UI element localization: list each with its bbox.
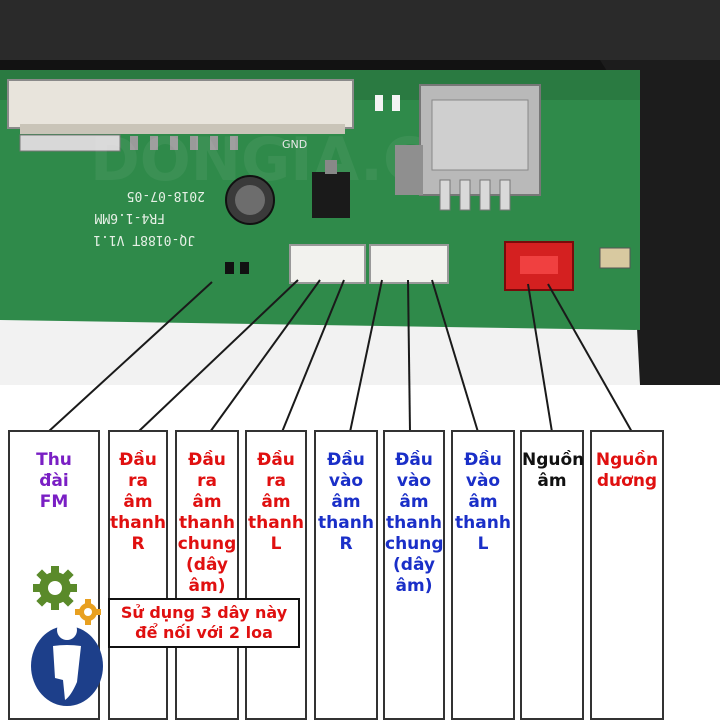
screw [599, 247, 631, 269]
front-panel-edge [0, 60, 720, 72]
small-gear-icon [75, 599, 101, 625]
label-audio-out-l: Đầu ra âm thanh L [248, 450, 304, 554]
label-fm-radio: Thu đài FM [36, 450, 72, 512]
label-box-positive: Nguồn dương [590, 430, 664, 720]
sd-card-slot [7, 79, 354, 129]
label-box-negative: Nguồn âm [520, 430, 584, 720]
gnd-silkscreen: GND [282, 138, 307, 151]
silkscreen-date: 2018-07-05 [127, 188, 205, 203]
usb-flange [395, 145, 423, 195]
label-box-in-common: Đầu vào âm thanh chung (dây âm) [383, 430, 445, 720]
label-audio-in-common: Đầu vào âm thanh chung (dây âm) [385, 450, 444, 596]
leader-lines [47, 279, 633, 433]
speaker-wiring-callout: Sử dụng 3 dây này để nối với 2 loa [108, 598, 300, 648]
regulator-tab [325, 160, 337, 174]
pin-header-strip [19, 134, 121, 152]
sd-slot-lip [20, 124, 345, 134]
label-audio-in-r: Đầu vào âm thanh R [318, 450, 374, 554]
label-box-in-l: Đầu vào âm thanh L [451, 430, 515, 720]
front-panel [0, 0, 720, 70]
label-power-positive: Nguồn dương [595, 450, 659, 491]
silkscreen-model: JQ-0188T V1.1 [93, 232, 195, 247]
label-audio-out-r: Đầu ra âm thanh R [110, 450, 166, 554]
label-box-out-l: Đầu ra âm thanh L [245, 430, 307, 720]
label-audio-out-common: Đầu ra âm thanh chung (dây âm) [177, 450, 237, 596]
capacitor-top [235, 185, 265, 215]
voltage-regulator [312, 172, 350, 218]
label-box-out-common: Đầu ra âm thanh chung (dây âm) [175, 430, 239, 720]
label-box-in-r: Đầu vào âm thanh R [314, 430, 378, 720]
output-connector [289, 244, 366, 284]
gear-person-logo-icon [31, 566, 103, 706]
large-gear-icon [33, 566, 77, 610]
usb-port-inner [431, 99, 529, 171]
label-audio-in-l: Đầu vào âm thanh L [455, 450, 511, 554]
smd-part [375, 95, 383, 111]
label-power-negative: Nguồn âm [522, 450, 585, 491]
smd-part [392, 95, 400, 111]
label-box-out-r: Đầu ra âm thanh R [108, 430, 168, 720]
smd-part [240, 262, 249, 274]
smd-part [225, 262, 234, 274]
power-connector-inner [520, 256, 558, 274]
usb-pins [439, 179, 511, 211]
input-connector [369, 244, 449, 284]
person-figure-icon [31, 620, 103, 706]
pin-row [130, 136, 238, 150]
silkscreen-thickness: FR4-1.6MM [94, 210, 165, 225]
